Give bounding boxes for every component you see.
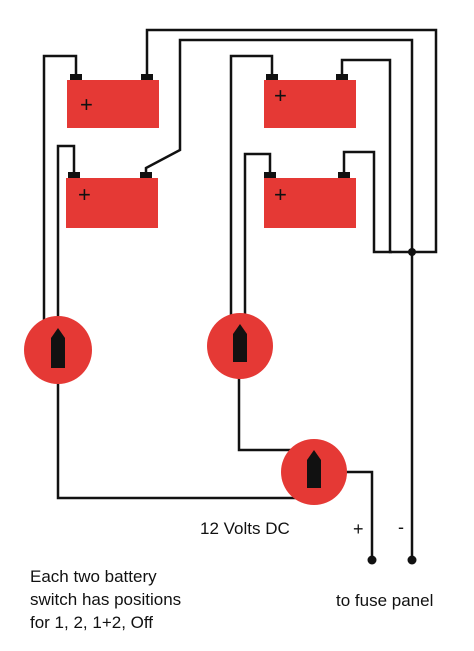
switch-combined: [281, 439, 347, 505]
wire-positive-out: [346, 470, 374, 560]
wire-tr-positive: [229, 54, 274, 318]
switch-left-knob-icon: [51, 328, 65, 368]
switch-middle: [207, 313, 273, 379]
positive-terminal-label: +: [353, 519, 364, 539]
note-line-2: switch has positions: [30, 590, 182, 609]
wire-ml-positive: [56, 144, 76, 326]
wire-tr-negative: [340, 58, 412, 254]
battery-top-right: +: [264, 74, 356, 128]
wire-ml-negative: [144, 38, 414, 560]
output-voltage-label: 12 Volts DC: [200, 519, 290, 538]
negative-junction-dot: [408, 248, 416, 256]
wire-left-switch-out: [56, 378, 302, 500]
wire-mr-positive: [243, 152, 272, 318]
destination-label: to fuse panel: [336, 591, 434, 610]
wire-tl-positive: [42, 54, 78, 326]
wires: [42, 28, 438, 560]
negative-terminal-label: -: [398, 517, 404, 537]
wire-middle-switch-out: [237, 378, 296, 452]
switch-middle-knob-icon: [233, 324, 247, 362]
battery-top-left-plus: +: [80, 92, 93, 117]
positive-terminal-dot: [367, 555, 377, 565]
battery-top-left: +: [67, 74, 159, 128]
note-line-1: Each two battery: [30, 567, 157, 586]
negative-terminal-dot: [407, 555, 417, 565]
switch-left: [24, 316, 92, 384]
battery-mid-left-plus: +: [78, 182, 91, 207]
wire-mr-negative: [342, 150, 392, 254]
note-line-3: for 1, 2, 1+2, Off: [30, 613, 154, 632]
battery-mid-left: +: [66, 172, 158, 228]
battery-mid-right-plus: +: [274, 182, 287, 207]
battery-mid-right: +: [264, 172, 356, 228]
wire-tl-negative: [145, 28, 438, 254]
switch-combined-knob-icon: [307, 450, 321, 488]
battery-top-right-plus: +: [274, 83, 287, 108]
